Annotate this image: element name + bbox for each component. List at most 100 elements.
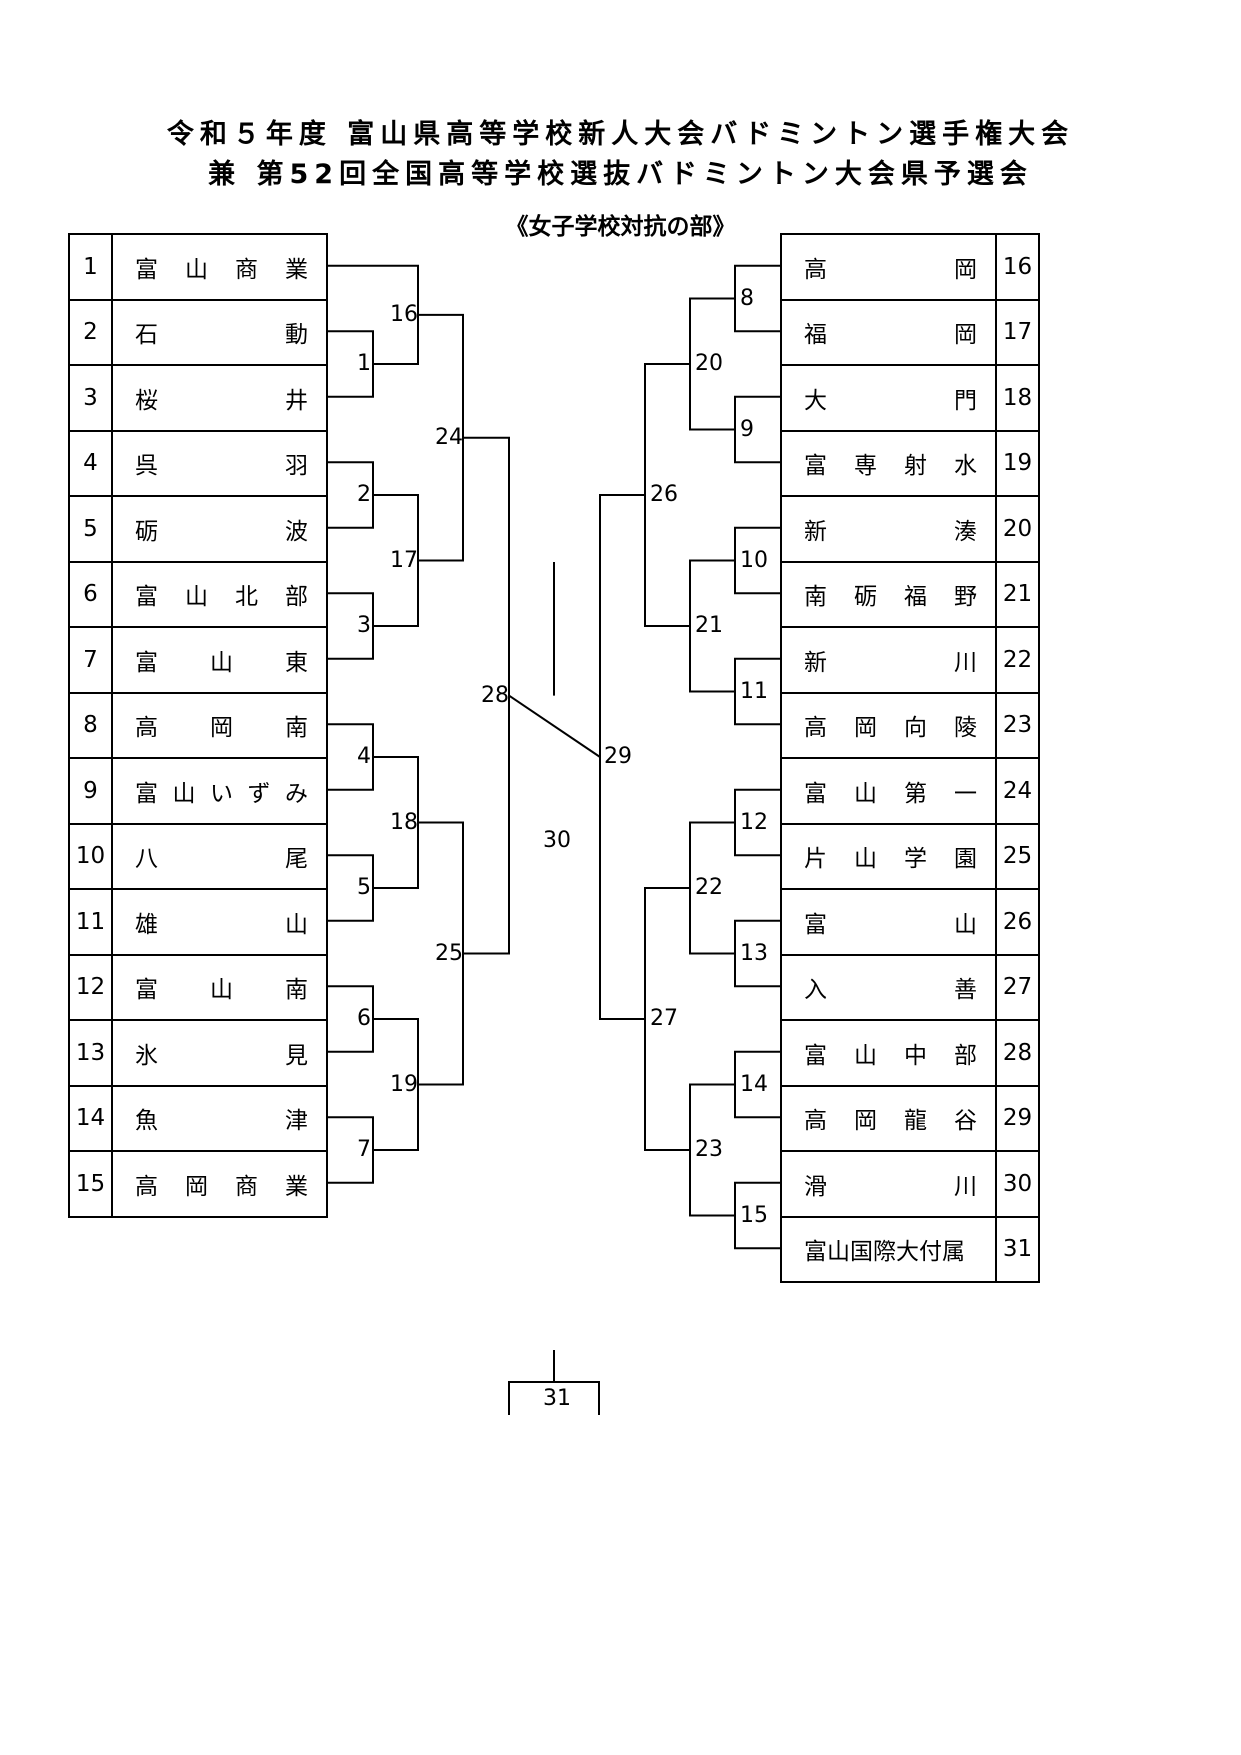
team-name-char: 滑 xyxy=(804,1173,827,1200)
team-name-char: み xyxy=(285,780,308,807)
team-name-char: 岡 xyxy=(854,715,877,742)
match-number: 1 xyxy=(357,351,371,376)
match-number: 20 xyxy=(695,351,723,376)
team-name-char: 富 xyxy=(804,453,827,480)
match-bracket xyxy=(599,494,645,1020)
team-name-char: 山 xyxy=(854,1042,877,1069)
match-bracket xyxy=(734,395,780,464)
match-number: 27 xyxy=(650,1006,678,1031)
match-bracket xyxy=(734,526,780,595)
match-bracket xyxy=(689,297,735,431)
team-name-char: 南 xyxy=(285,977,308,1004)
team-name-char: 学 xyxy=(904,846,927,873)
team-name-char: 谷 xyxy=(954,1108,977,1135)
match-bracket xyxy=(734,1181,780,1250)
team-name-char: 雄 xyxy=(135,911,158,938)
team-name-char: 八 xyxy=(135,846,158,873)
team-name-char: 高 xyxy=(804,1108,827,1135)
team-name-char: 山 xyxy=(954,911,977,938)
team-name: 高岡商業 xyxy=(111,1150,328,1218)
team-name-char: 動 xyxy=(285,322,308,349)
team-name-char: 商 xyxy=(235,256,258,283)
match-number: 13 xyxy=(740,940,768,966)
match-number: 8 xyxy=(740,285,754,311)
team-name-char: 見 xyxy=(285,1042,308,1069)
match-number: 10 xyxy=(740,547,768,573)
team-name-char: 福 xyxy=(904,584,927,611)
team-name-char: 陵 xyxy=(954,715,977,742)
match-bracket xyxy=(644,887,690,1151)
team-name-char: 善 xyxy=(954,977,977,1004)
match-number: 16 xyxy=(390,301,418,327)
team-name-char: 富 xyxy=(135,977,158,1004)
team-name: 南砺福野 xyxy=(780,560,997,628)
team-name-char: 富 xyxy=(804,780,827,807)
match-bracket xyxy=(328,1116,374,1184)
team-name-char: 石 xyxy=(135,322,158,349)
match-bracket xyxy=(373,1018,419,1151)
match-bracket xyxy=(463,436,510,955)
team-name-char: 高 xyxy=(804,715,827,742)
match-number: 11 xyxy=(740,678,768,704)
team-name-char: 波 xyxy=(285,518,308,545)
match-number: 15 xyxy=(740,1202,768,1228)
match-bracket xyxy=(328,461,374,529)
team-name-char: 岡 xyxy=(210,715,233,742)
team-name-char: 高 xyxy=(135,715,158,742)
team-name-char: 山 xyxy=(185,256,208,283)
team-name-char: 北 xyxy=(235,584,258,611)
team-name-char: 魚 xyxy=(135,1108,158,1135)
team-name-char: 第 xyxy=(904,780,927,807)
team-name-char: 水 xyxy=(954,453,977,480)
team-name-char: 砺 xyxy=(135,518,158,545)
team-name-char: 津 xyxy=(285,1108,308,1135)
team-name-char: 向 xyxy=(904,715,927,742)
team-name-char: 岡 xyxy=(954,256,977,283)
match-bracket xyxy=(373,756,419,889)
match-number: 22 xyxy=(695,875,723,900)
team-name-char: 南 xyxy=(804,584,827,611)
tournament-title-line1: 令和５年度 富山県高等学校新人大会バドミントン選手権大会 xyxy=(166,119,1075,150)
extra-match-bracket xyxy=(508,1381,600,1415)
match-number: 5 xyxy=(357,875,371,900)
team-name-char: 野 xyxy=(954,584,977,611)
match-number: 12 xyxy=(740,809,768,835)
team-name-char: 岡 xyxy=(185,1173,208,1200)
match-bracket xyxy=(328,723,374,791)
match-number: 9 xyxy=(740,416,754,442)
team-name-char: 富 xyxy=(135,584,158,611)
team-name-char: 部 xyxy=(285,584,308,611)
team-name-char: 富 xyxy=(135,780,158,807)
match-bracket xyxy=(328,330,374,398)
team-name-char: 羽 xyxy=(285,453,308,480)
team-name-char: 業 xyxy=(285,256,308,283)
match-number: 18 xyxy=(390,809,418,835)
team-name-char: 新 xyxy=(804,518,827,545)
match-number: 14 xyxy=(740,1071,768,1097)
team-name-char: ず xyxy=(247,780,271,807)
match-bracket xyxy=(734,1050,780,1119)
team-name-char: 山 xyxy=(172,780,196,807)
match-bracket xyxy=(418,821,464,1086)
team-name-char: 山 xyxy=(854,846,877,873)
team-seed-number: 25 xyxy=(995,822,1040,890)
team-name-char: 新 xyxy=(804,649,827,676)
team-name-char: 門 xyxy=(954,387,977,414)
team-name-char: 尾 xyxy=(285,846,308,873)
team-seed-number: 26 xyxy=(995,888,1040,956)
team-name-char: 中 xyxy=(904,1042,927,1069)
match-bracket xyxy=(328,854,374,922)
match-bracket xyxy=(734,264,780,333)
team-name-char: い xyxy=(210,780,233,807)
team-name-char: 富 xyxy=(804,911,827,938)
team-name-char: 山 xyxy=(185,584,208,611)
match-bracket xyxy=(734,657,780,726)
team-name-char: 山 xyxy=(285,911,308,938)
team-name-char: 高 xyxy=(135,1173,158,1200)
match-number: 31 xyxy=(543,1386,571,1411)
team-seed-number: 28 xyxy=(995,1019,1040,1087)
team-name-char: 南 xyxy=(285,715,308,742)
team-name-char: 富 xyxy=(135,649,158,676)
match-bracket xyxy=(734,919,780,988)
match-bracket xyxy=(689,821,735,955)
